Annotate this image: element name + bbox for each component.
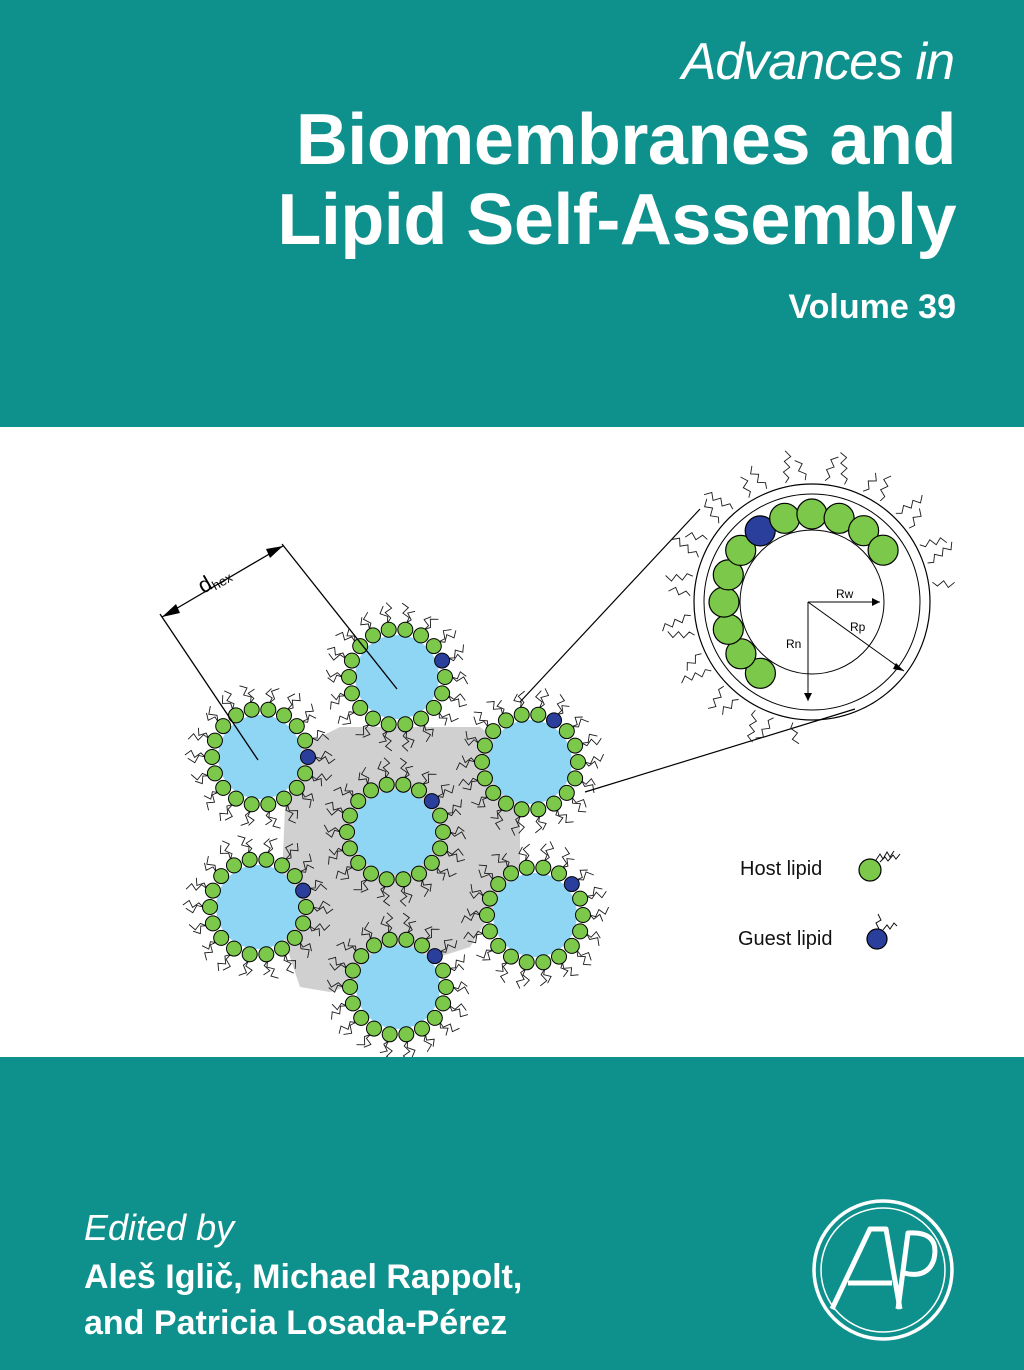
editors-line-2: and Patricia Losada-Pérez (84, 1304, 508, 1342)
title-band: Advances in Biomembranes and Lipid Self-… (0, 0, 1024, 427)
series-name: Advances in (681, 33, 955, 91)
hexagonal-lipid-phase-diagram: dhex Rw Rp Rn (159, 450, 955, 1057)
zoom-line-top (519, 508, 701, 703)
rn-label: Rn (786, 637, 801, 651)
host-lipid-icon (858, 858, 882, 882)
zoomed-micelle: Rw Rp Rn (662, 450, 955, 745)
lipid-tails (182, 602, 610, 1057)
book-title: Biomembranes and Lipid Self-Assembly (277, 100, 956, 260)
title-line-2: Lipid Self-Assembly (277, 180, 956, 260)
legend: Host lipid Guest lipid (738, 850, 901, 950)
legend-host-label: Host lipid (740, 858, 822, 880)
zoom-line-bottom (584, 708, 856, 793)
editors-band: Edited by Aleš Iglič, Michael Rappolt, a… (0, 1057, 1024, 1370)
cover-illustration: dhex Rw Rp Rn (0, 427, 1024, 1057)
edited-by-label: Edited by (84, 1207, 235, 1248)
inverted-micelles (202, 621, 591, 1043)
editors-names: Aleš Iglič, Michael Rappolt, and Patrici… (84, 1254, 522, 1346)
editors-line-1: Aleš Iglič, Michael Rappolt, (84, 1258, 523, 1296)
svg-text:dhex: dhex (193, 560, 235, 599)
academic-press-logo-icon (812, 1199, 954, 1341)
rw-label: Rw (836, 587, 854, 601)
volume-number: Volume 39 (788, 288, 956, 326)
legend-guest-label: Guest lipid (738, 928, 833, 950)
guest-lipid-icon (866, 928, 888, 950)
rp-label: Rp (850, 620, 866, 634)
title-line-1: Biomembranes and (295, 100, 957, 180)
